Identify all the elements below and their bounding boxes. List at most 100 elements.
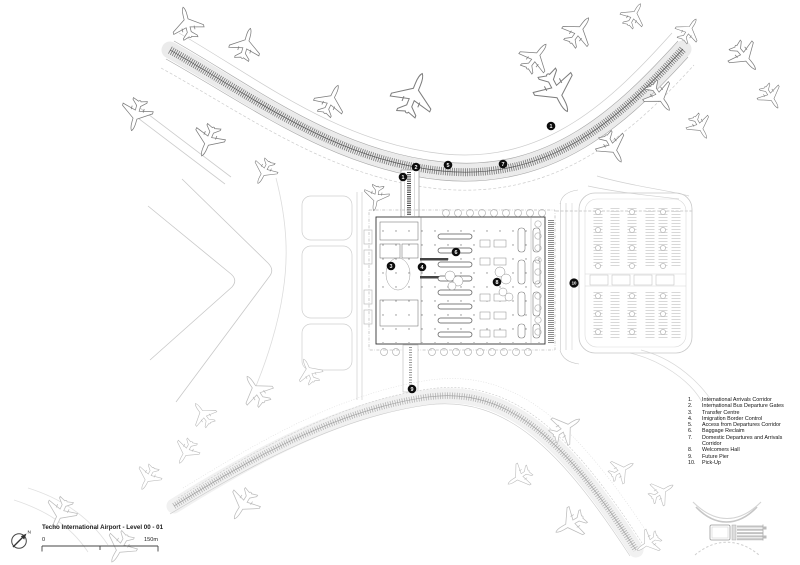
landside-road-islands: [301, 192, 373, 400]
plan-marker-7: 7: [498, 159, 508, 169]
plan-marker-4: 4: [417, 262, 427, 272]
airplane-icon: [682, 109, 718, 146]
plan-markers: 1 2 5 7 1 3 4 6 8 10 9: [386, 121, 579, 394]
north-arrow-icon: N: [11, 530, 32, 549]
legend-item-label: Baggage Reclaim: [702, 428, 745, 435]
legend-item-number: 6.: [688, 428, 693, 435]
marker-label: 7: [502, 162, 505, 168]
terminal-equipment: [444, 239, 514, 338]
legend-item-number: 9.: [688, 453, 693, 460]
international-pier: [160, 32, 695, 191]
marker-label: 5: [447, 163, 450, 169]
scale-start-label: 0: [42, 537, 45, 543]
legend-item-label: International Bus Departure Gates: [702, 403, 784, 410]
airplane-icon: [233, 367, 279, 413]
scale-bar: [41, 545, 159, 552]
terminal-left-wing: [379, 221, 448, 327]
plan-marker-3: 3: [386, 261, 396, 271]
legend-item-number: 2.: [688, 403, 693, 410]
plan-marker-8: 8: [492, 277, 502, 287]
legend-item: 6. Baggage Reclaim: [688, 428, 800, 434]
legend-item: 9. Future Pier: [688, 454, 800, 460]
plan-marker-1: 1: [398, 172, 408, 182]
plan-marker-1b: 1: [546, 121, 556, 131]
legend-item-number: 10.: [688, 459, 696, 466]
taxiway-edge-lines: [13, 104, 287, 553]
legend-item: 2. International Bus Departure Gates: [688, 403, 800, 409]
legend-item: 3. Transfer Centre: [688, 410, 800, 416]
legend-item-number: 7.: [688, 434, 693, 441]
airplane-icon: [167, 2, 207, 43]
pickup-kerb-roads: [548, 175, 723, 423]
legend-item-label: Access from Departures Corridor: [702, 422, 781, 429]
airplane-icon: [527, 61, 587, 123]
legend-item-number: 4.: [688, 415, 693, 422]
marker-label: 3: [390, 264, 393, 270]
legend-item-label: Imigration Border Control: [702, 415, 763, 422]
marker-label: 6: [455, 250, 458, 256]
scale-end-label: 150m: [144, 537, 158, 543]
airplane-icon: [130, 460, 166, 496]
legend-item: 4. Imigration Border Control: [688, 416, 800, 422]
legend-item: 7. Domestic Departures and Arrivals Corri…: [688, 435, 800, 448]
airplane-icon: [168, 434, 204, 471]
airplane-icon: [616, 0, 652, 33]
legend-item-label: Future Pier: [702, 453, 729, 460]
parking-trees: [595, 209, 666, 335]
legend-item: 10. Pick-Up: [688, 460, 800, 466]
legend: 1. International Arrivals Corridor 2. Inte…: [688, 397, 800, 466]
airplane-icon: [184, 395, 222, 433]
airplane-icon: [547, 501, 593, 547]
plan-marker-5: 5: [443, 160, 453, 170]
airplane-icon: [753, 79, 789, 116]
drawing-title: Techo International Airport - Level 00 -…: [42, 524, 164, 531]
airplane-icon: [385, 64, 443, 123]
legend-item-number: 3.: [688, 409, 693, 416]
airplane-icon: [225, 23, 267, 65]
legend-item-label: Pick-Up: [702, 459, 721, 466]
north-label: N: [28, 530, 32, 536]
marker-label: 9: [411, 387, 414, 393]
gate-detail-icon: [692, 501, 767, 556]
airplane-icon: [500, 459, 538, 496]
airplane-icon: [556, 8, 602, 54]
airplane-icon: [115, 94, 157, 136]
terminal-building: [368, 209, 556, 351]
title-block: Techo International Airport - Level 00 -…: [41, 524, 164, 552]
legend-item-label: Transfer Centre: [702, 409, 740, 416]
legend-item-label: Domestic Departures and Arrivals Corrido…: [702, 434, 783, 448]
airplane-icon: [644, 474, 681, 510]
marker-label: 4: [421, 265, 424, 271]
parking-area: [578, 192, 693, 354]
legend-item-number: 1.: [688, 397, 693, 403]
legend-item-label: Welcomers Hall: [702, 447, 740, 454]
legend-item: 8. Welcomers Hall: [688, 447, 800, 453]
marker-label: 1: [402, 175, 405, 181]
plan-marker-6: 6: [451, 247, 461, 257]
legend-item-number: 8.: [688, 447, 693, 454]
airplane-icon: [220, 482, 266, 528]
future-pier-connector: [402, 344, 419, 393]
airplane-icon: [291, 353, 327, 389]
plan-marker-10: 10: [569, 278, 579, 288]
airplane-icon: [604, 452, 641, 488]
marker-label: 2: [415, 165, 418, 171]
marker-label: 8: [496, 280, 499, 286]
aircraft-stands-future: [38, 353, 681, 565]
airplane-icon: [360, 182, 392, 214]
airplane-icon: [722, 34, 769, 81]
airplane-icon: [309, 77, 353, 122]
legend-item-label: International Arrivals Corridor: [702, 397, 772, 403]
legend-item-number: 5.: [688, 422, 693, 429]
plan-marker-9: 9: [407, 384, 417, 394]
airplane-icon: [186, 119, 230, 163]
marker-label: 1: [550, 124, 553, 130]
marker-label: 10: [572, 281, 577, 286]
legend-item: 1. International Arrivals Corridor: [688, 397, 800, 403]
plan-marker-2: 2: [411, 162, 421, 172]
future-pier: [166, 378, 651, 558]
terminal-counters: [517, 227, 541, 339]
airplane-icon: [246, 154, 282, 190]
